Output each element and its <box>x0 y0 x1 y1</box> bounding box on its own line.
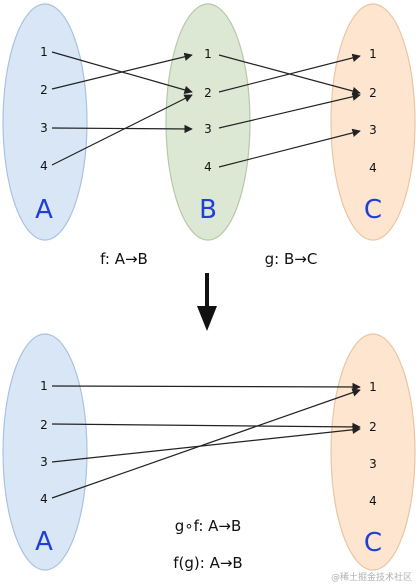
fg-label: f(g): A→B <box>173 554 242 572</box>
arrow-g-3-to-2 <box>218 92 361 129</box>
set-a-element-1-bottom: 1 <box>40 379 48 393</box>
set-a-element-3-bottom: 3 <box>40 455 48 469</box>
set-b-ellipse <box>165 3 251 241</box>
set-a-ellipse-bottom <box>2 333 88 571</box>
composition-label: g∘f: A→B <box>175 517 242 535</box>
set-c-element-2-bottom: 2 <box>369 420 377 434</box>
set-b-element-1: 1 <box>204 47 212 61</box>
f-mapping-label: f: A→B <box>100 250 148 268</box>
set-c-element-3-bottom: 3 <box>369 457 377 471</box>
set-c-name-bottom: C <box>364 528 382 558</box>
set-c-element-4-bottom: 4 <box>369 494 377 508</box>
down-arrow-icon <box>197 273 217 331</box>
set-a-element-4-bottom: 4 <box>40 492 48 506</box>
arrow-f-3-to-3 <box>51 124 193 134</box>
set-c-element-3-top: 3 <box>369 123 377 137</box>
arrow-gf-2-to-2 <box>51 422 361 432</box>
set-b-name: B <box>199 195 217 225</box>
arrow-gf-4-to-1 <box>51 388 361 499</box>
set-c-ellipse-top <box>330 3 416 241</box>
set-c-element-1-bottom: 1 <box>369 380 377 394</box>
set-a-element-4: 4 <box>40 159 48 173</box>
watermark: @稀土掘金技术社区 <box>331 571 412 583</box>
arrow-f-4-to-2 <box>51 94 193 166</box>
set-a-ellipse-top <box>2 3 88 241</box>
set-b-element-4: 4 <box>204 160 212 174</box>
bottom-diagram: 1 2 3 4 A 1 2 3 4 C g∘f: A→B f(g): A→B <box>2 333 416 572</box>
set-a-element-2-bottom: 2 <box>40 418 48 432</box>
set-c-name-top: C <box>364 195 382 225</box>
set-a-name-bottom: A <box>35 527 53 557</box>
arrow-f-2-to-1 <box>51 52 193 90</box>
set-c-element-4-top: 4 <box>369 161 377 175</box>
arrow-gf-3-to-2 <box>51 425 361 463</box>
g-mapping-label: g: B→C <box>265 250 318 268</box>
set-a-element-3: 3 <box>40 121 48 135</box>
arrow-g-4-to-3 <box>218 128 361 168</box>
top-diagram: 1 2 3 4 A 1 2 3 4 B 1 2 3 4 C f: A→B g: … <box>2 3 416 268</box>
set-c-element-2-top: 2 <box>369 86 377 100</box>
set-b-element-3: 3 <box>204 122 212 136</box>
arrow-gf-1-to-1 <box>51 382 361 392</box>
set-a-element-2: 2 <box>40 83 48 97</box>
set-b-element-2: 2 <box>204 86 212 100</box>
set-a-name-top: A <box>35 195 53 225</box>
set-a-element-1: 1 <box>40 45 48 59</box>
set-c-element-1-top: 1 <box>369 47 377 61</box>
arrow-g-2-to-1 <box>218 53 361 93</box>
